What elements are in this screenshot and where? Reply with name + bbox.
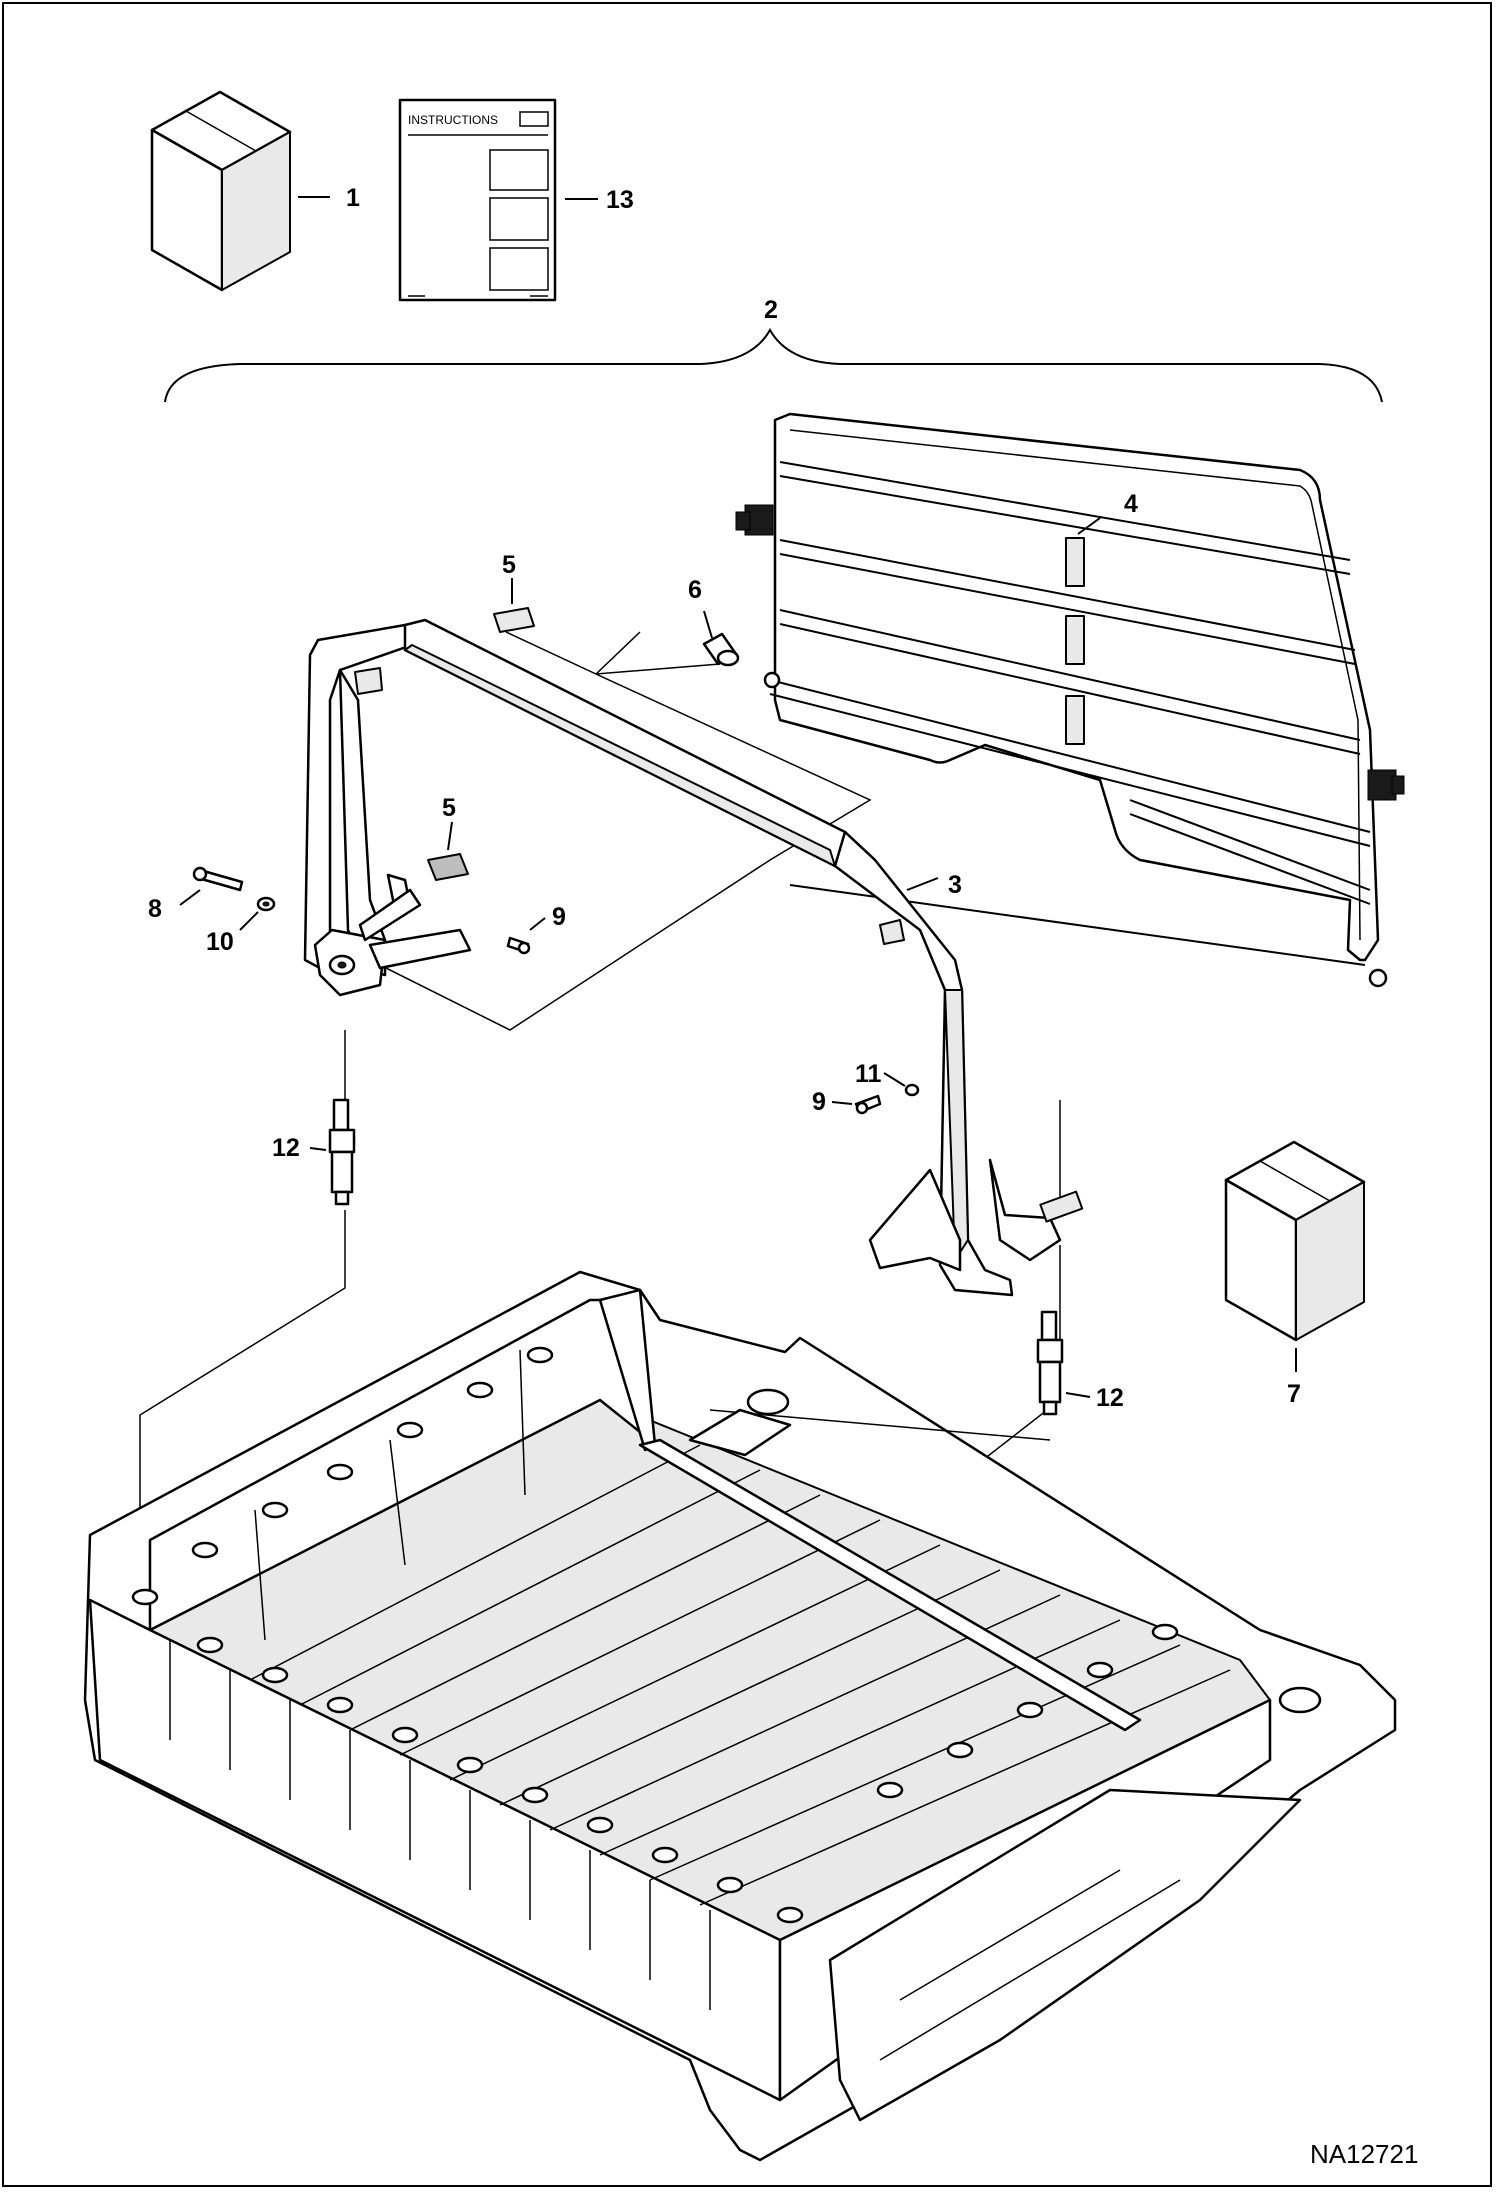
leader-12a [309,1147,327,1151]
leader-5b [447,821,453,851]
leader-8 [179,889,201,906]
callout-7: 7 [1287,1380,1301,1408]
part-12-pin-left [328,1098,356,1206]
part-11-washer [904,1083,920,1097]
part-9-bolt-left [506,936,531,955]
leader-3 [906,877,939,891]
callout-2: 2 [764,296,778,324]
part-4-rear-screen [735,412,1405,988]
part-3-rack-frame [303,618,1084,1297]
cargo-bed [83,1270,1397,2162]
callout-3: 3 [948,871,962,899]
callout-6: 6 [688,576,702,604]
callout-1: 1 [346,184,360,212]
drawing-reference-code: NA12721 [1310,2139,1418,2169]
callout-8: 8 [148,895,162,923]
leader-6 [703,610,713,639]
part-5-cap-lower [427,853,469,881]
leader-10 [239,911,259,931]
part-6-bushing [702,632,740,667]
leader-12b [1065,1392,1091,1398]
callout-12a: 12 [272,1134,300,1162]
part-9-bolt-right [854,1094,882,1115]
part-13-instructions: INSTRUCTIONS [398,98,557,302]
callout-11: 11 [855,1060,882,1088]
callout-13: 13 [606,186,634,214]
leader-11 [883,1072,906,1087]
part-8-bolt [192,866,244,892]
callout-9a: 9 [552,903,566,931]
part-7-box [1224,1140,1366,1342]
callout-5b: 5 [442,794,456,822]
assembly-bracket-2 [164,327,1383,403]
instructions-label: INSTRUCTIONS [408,113,498,127]
leader-9a [529,917,546,931]
part-10-washer [256,896,276,912]
leader-4 [1077,517,1101,535]
callout-10: 10 [206,928,234,956]
part-1-box [150,90,292,292]
part-5-cap-top [493,607,535,633]
callout-5a: 5 [502,551,516,579]
part-12-pin-right [1036,1310,1064,1416]
callout-12b: 12 [1096,1384,1124,1412]
callout-4: 4 [1124,490,1138,518]
leader-9b [831,1101,853,1105]
callout-9b: 9 [812,1088,826,1116]
